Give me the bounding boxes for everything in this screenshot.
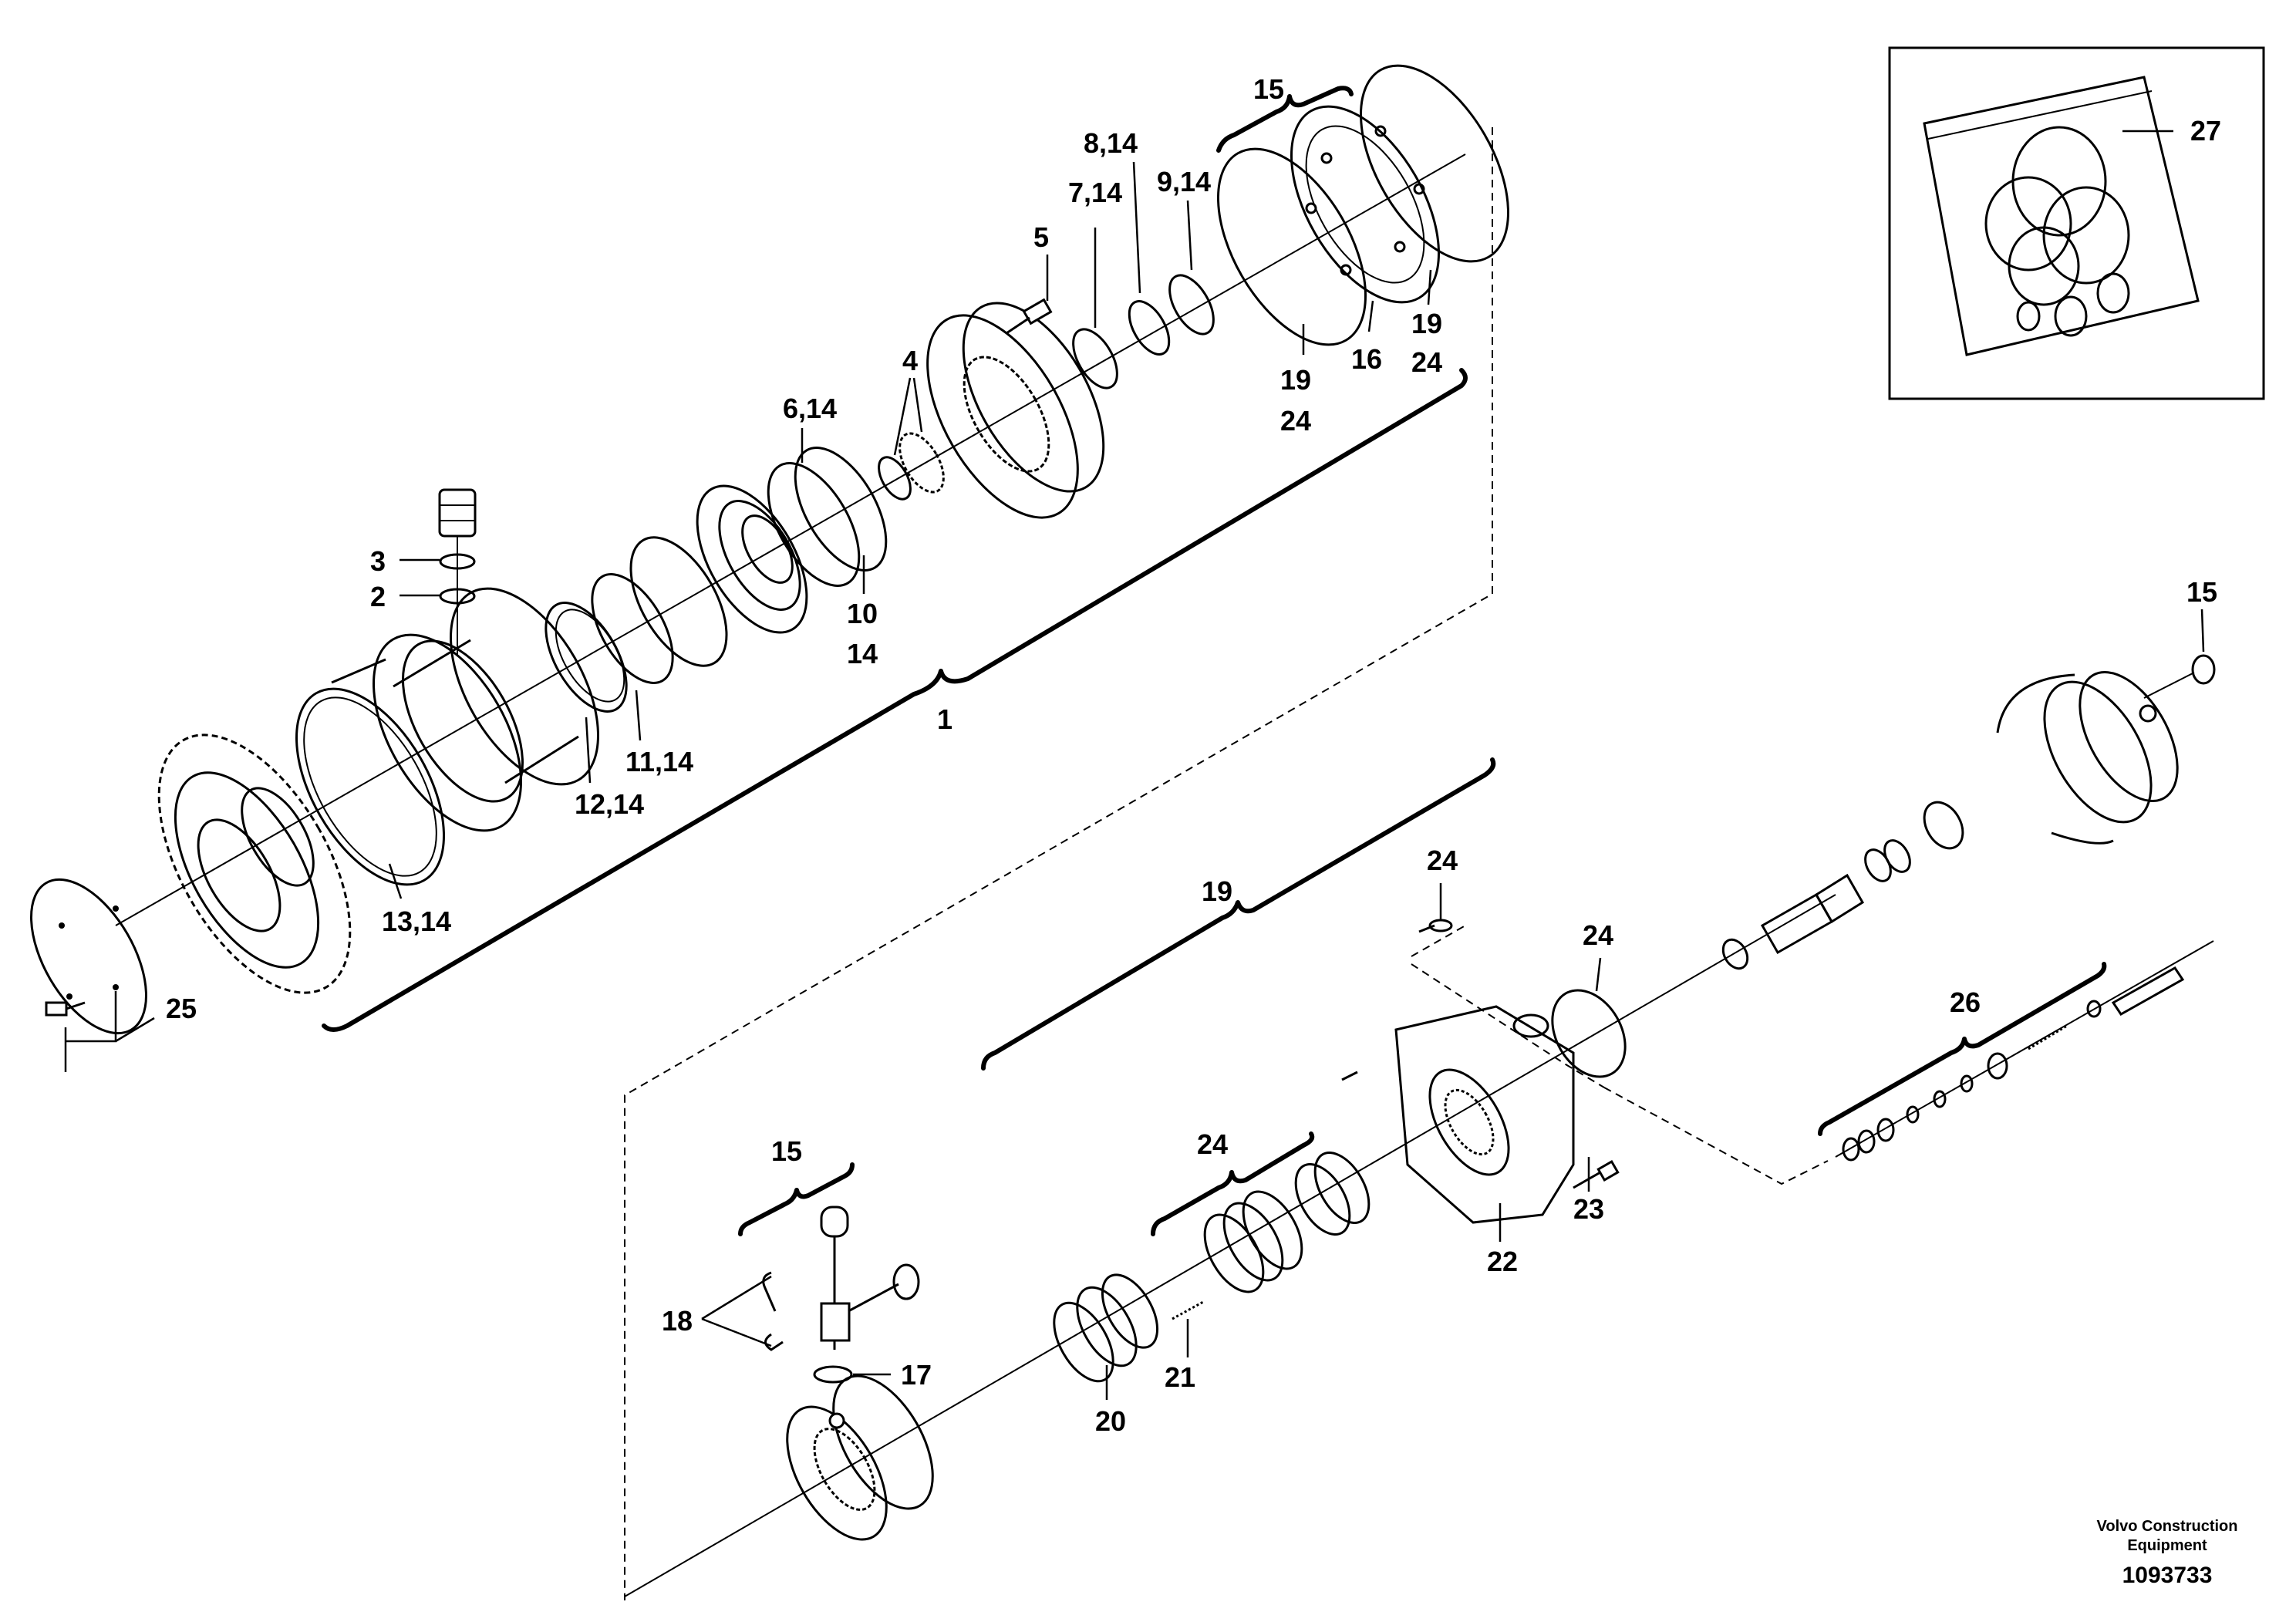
disc (629, 536, 728, 667)
valve-parts (762, 1206, 920, 1351)
callout-22: 22 (1487, 1246, 1518, 1277)
callout-2: 2 (370, 581, 386, 612)
dashed-leader-lower (1603, 1087, 1829, 1185)
seal-kit-26 (1835, 940, 2214, 1162)
callout-11-14: 11,14 (625, 746, 693, 777)
callout-19-b: 19 (1411, 308, 1442, 339)
callout-9-14: 9,14 (1157, 166, 1211, 197)
seal-ring-13 (295, 687, 445, 886)
cover-screw (45, 1001, 86, 1017)
callout-24-oring: 24 (1583, 919, 1613, 951)
end-cap (1996, 670, 2179, 845)
assembly-boundary (624, 127, 1493, 1600)
bolt-5 (1006, 298, 1053, 335)
brace-1 (322, 368, 1468, 1032)
callout-7-14: 7,14 (1068, 177, 1122, 208)
hub-flange (157, 733, 352, 994)
piston-sleeve (1721, 801, 1964, 970)
bolt-23 (1573, 1160, 1620, 1189)
company-name-line2: Equipment (2127, 1537, 2207, 1554)
o-ring-19-right (1360, 64, 1509, 263)
callouts: 1 2 3 4 5 6,14 7,14 8,14 9,14 10 14 11,1… (166, 73, 2221, 1437)
callout-20: 20 (1095, 1405, 1126, 1437)
seal-kit-inset (1888, 46, 2265, 400)
seal-ring-10 (794, 447, 888, 572)
brace-24-springs (1151, 1131, 1315, 1236)
upper-assembly (30, 64, 1509, 1035)
o-ring-19 (1217, 147, 1367, 346)
seal-ring-6 (767, 462, 861, 587)
callout-19-a: 19 (1280, 364, 1311, 396)
callout-3: 3 (370, 545, 386, 577)
cover-plate (30, 878, 147, 1035)
callout-12-14: 12,14 (575, 788, 644, 820)
document-number: 1093733 (2122, 1563, 2213, 1588)
main-bearing (696, 484, 808, 634)
spool-20 (1053, 1273, 1159, 1383)
callout-15-right: 15 (2186, 576, 2217, 608)
seal-ring-11 (591, 573, 674, 684)
footer: Volvo Construction Equipment 1093733 (2097, 1518, 2238, 1588)
screw-24 (1418, 919, 1453, 933)
snap-ring-4a (878, 456, 912, 501)
company-name-line1: Volvo Construction (2097, 1518, 2238, 1535)
callout-27: 27 (2190, 115, 2221, 147)
cover-16 (1290, 105, 1440, 304)
callout-17: 17 (901, 1359, 932, 1391)
valve-body-22 (1394, 1005, 1575, 1224)
dashed-leader-mid (1411, 963, 1605, 1088)
callout-18: 18 (662, 1305, 693, 1337)
seal-9 (1168, 274, 1215, 336)
callout-21: 21 (1165, 1361, 1195, 1393)
inset-frame (1888, 46, 2265, 400)
brace-15-lower (738, 1162, 855, 1236)
callout-24-b: 24 (1411, 346, 1442, 378)
o-ring-24 (1551, 989, 1627, 1078)
callout-4: 4 (902, 345, 918, 376)
brace-26 (1818, 962, 2107, 1136)
callout-13-14: 13,14 (382, 905, 451, 937)
springs-24 (1203, 1151, 1371, 1293)
nut-15 (2191, 654, 2216, 685)
callout-5: 5 (1033, 221, 1049, 253)
callout-6-14: 6,14 (783, 393, 837, 424)
callout-24-springs: 24 (1197, 1128, 1228, 1160)
callout-16: 16 (1351, 343, 1382, 375)
lower-assembly (624, 654, 2216, 1597)
callout-10-14: 14 (847, 638, 878, 669)
callout-19-lower: 19 (1202, 875, 1232, 907)
callout-23: 23 (1573, 1193, 1604, 1225)
callout-15-top: 15 (1253, 73, 1284, 105)
callout-15-lower: 15 (771, 1135, 802, 1167)
snap-ring-4b (899, 432, 945, 494)
seal-7 (1072, 328, 1118, 389)
dashed-leader-upper (1411, 925, 1466, 957)
plug (438, 488, 477, 538)
callout-1: 1 (937, 703, 952, 735)
o-ring-17 (813, 1365, 853, 1384)
flange-housing (926, 302, 1105, 519)
leader-lines (64, 130, 2205, 1400)
callout-8-14: 8,14 (1084, 127, 1138, 159)
spring-21 (1172, 1300, 1204, 1320)
brace-19-lower (981, 757, 1496, 1071)
seal-8 (1128, 300, 1171, 356)
brace-15-top (1216, 86, 1354, 153)
callout-25: 25 (166, 993, 197, 1024)
callout-26: 26 (1950, 986, 1981, 1018)
callout-24-a: 24 (1280, 405, 1311, 437)
callout-10: 10 (847, 598, 878, 629)
callout-24-bolt: 24 (1427, 845, 1458, 876)
